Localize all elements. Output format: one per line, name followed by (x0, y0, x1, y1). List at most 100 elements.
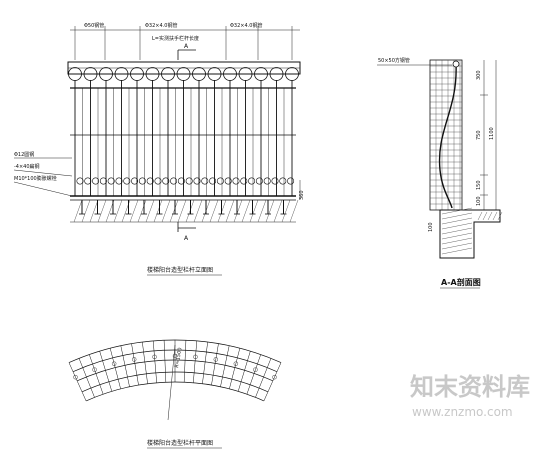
balusters (74, 80, 293, 196)
lower-rings (76, 177, 295, 185)
hatch-line (81, 199, 91, 223)
lower-ring (84, 177, 92, 185)
dim-top-3: L=实测扶手栏杆长度 (152, 35, 199, 42)
hatch-line (281, 199, 291, 223)
watermark-url: www.znzmo.com (412, 405, 513, 419)
lower-ring (255, 177, 263, 185)
hatch-line (153, 199, 163, 223)
plan-ring (213, 357, 218, 362)
lower-ring (177, 177, 185, 185)
plan-radial (202, 342, 208, 384)
lower-ring (92, 177, 100, 185)
plan-ring (172, 353, 178, 359)
hatch-line (73, 199, 83, 223)
lower-ring (248, 177, 256, 185)
plan-radial (163, 340, 167, 383)
plan-ring (132, 357, 137, 362)
lower-ring (287, 177, 295, 185)
hatch-line (441, 217, 473, 225)
lower-ring (240, 177, 248, 185)
section-dim-5: 100 (476, 196, 482, 206)
plan-title: 楼梯阳台造型栏杆平面图 (147, 439, 213, 447)
plan-radial (89, 354, 104, 395)
hatch-line (441, 212, 473, 220)
leader-1: Φ12圆钢 (14, 151, 34, 158)
hatch-line (89, 199, 99, 223)
hatch-line (225, 199, 235, 223)
section-title: A-A剖面图 (441, 277, 481, 287)
section-dim-1: 300 (476, 70, 482, 80)
lower-ring (146, 177, 154, 185)
dim-top-2: Φ32×4.0钢管 (145, 22, 177, 29)
hatch-line (441, 237, 473, 245)
hatch-line (482, 211, 488, 221)
hatch-line (233, 199, 243, 223)
hatch-line (487, 211, 493, 221)
hatch-line (177, 199, 187, 223)
lower-ring (107, 177, 115, 185)
hatch-line (265, 199, 275, 223)
plan-ring (272, 375, 277, 380)
lower-ring (193, 177, 201, 185)
radius-label: R=1500 (174, 347, 183, 368)
watermark: 知末资料库 www.znzmo.com (410, 373, 530, 419)
plan-radial (78, 358, 95, 398)
plan-view: R=1500 楼梯阳台造型栏杆平面图 (68, 339, 282, 449)
hatch-line (441, 227, 473, 235)
plan-ring (111, 361, 117, 366)
hatch-line (249, 199, 259, 223)
lower-ring (123, 177, 131, 185)
hatch-line (492, 211, 498, 221)
hatch-line (161, 199, 171, 223)
plan-radial (229, 348, 241, 389)
watermark-brand: 知末资料库 (410, 373, 530, 401)
plan-ring (193, 354, 198, 360)
lower-ring (115, 177, 123, 185)
hatch-line (129, 199, 139, 223)
lower-ring (131, 177, 139, 185)
section-dim-2: 750 (476, 130, 482, 140)
hatch-line (193, 199, 203, 223)
base-hatch (73, 199, 299, 223)
leader-2: -4×40扁钢 (14, 163, 40, 170)
hatch-line (441, 207, 473, 215)
hatch-line (97, 199, 107, 223)
lower-ring (185, 177, 193, 185)
plan-ring (253, 367, 258, 372)
section-dim-left: 100 (428, 222, 434, 232)
lower-ring (216, 177, 224, 185)
hatch-line (289, 199, 299, 223)
plan-radial (120, 345, 130, 387)
plan-radial (211, 343, 219, 386)
lower-ring (232, 177, 240, 185)
plan-radial (193, 340, 198, 383)
section-view: 50×50方钢管 300 750 1100 150 100 100 A-A剖面图 (377, 57, 503, 289)
hatch-line (257, 199, 267, 223)
plan-radial (220, 345, 230, 387)
plan-arcs (68, 339, 282, 402)
right-dim: 360 (299, 190, 305, 200)
hatch-line (273, 199, 283, 223)
section-label-top: 50×50方钢管 (378, 57, 410, 64)
plan-ring (152, 354, 157, 360)
hatch-line (441, 247, 473, 255)
lower-ring (201, 177, 209, 185)
hatch-line (441, 242, 473, 250)
elevation-view: Φ50钢管 Φ32×4.0钢管 L=实测扶手栏杆长度 Φ32×4.0钢管 A Φ… (13, 22, 305, 276)
plan-radial (183, 340, 187, 383)
hatch-line (441, 232, 473, 240)
lower-ring (263, 177, 271, 185)
section-dim-4: 150 (476, 180, 482, 190)
hatch-line (477, 211, 483, 221)
plan-radial (142, 342, 148, 384)
dim-top-1: Φ50钢管 (84, 22, 104, 29)
section-hatch (441, 207, 503, 255)
lower-ring (138, 177, 146, 185)
section-mark-bottom: A (184, 235, 189, 242)
plan-arc (85, 381, 265, 402)
lower-ring (162, 177, 170, 185)
hatch-line (145, 199, 155, 223)
lower-ring (170, 177, 178, 185)
plan-ring (92, 367, 97, 372)
